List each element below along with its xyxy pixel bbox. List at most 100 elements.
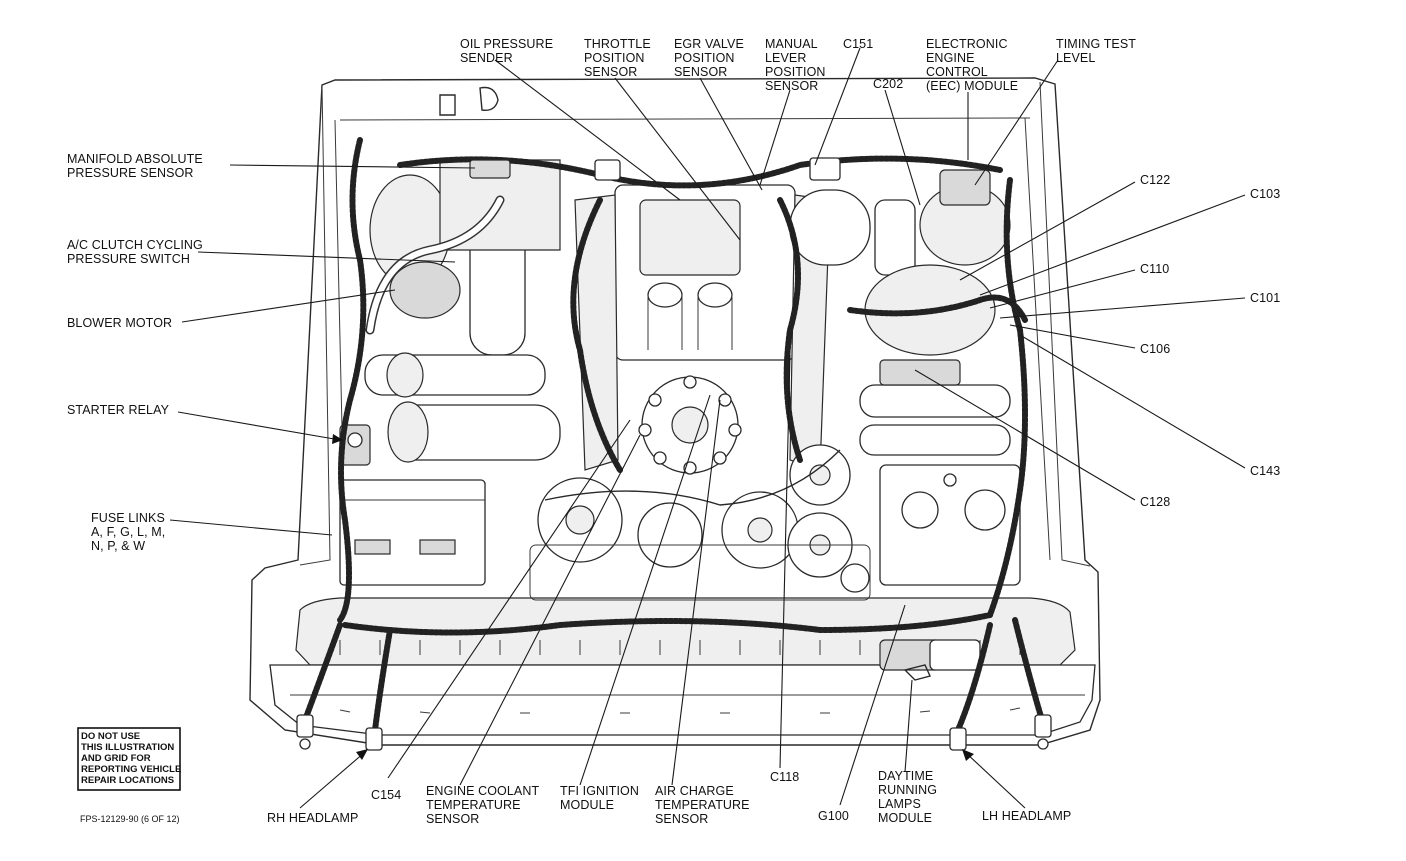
master-cylinder <box>874 199 916 276</box>
rh-headlamp-connectors <box>296 714 383 751</box>
leader-c103 <box>979 194 1246 296</box>
label-egr-valve-position-sensor: EGR VALVE POSITION SENSOR <box>674 37 748 79</box>
main-harness-front <box>342 612 993 636</box>
label-timing-test-level: TIMING TEST LEVEL <box>1056 37 1139 65</box>
label-engine-coolant-temperature-sensor: ENGINE COOLANT TEMPERATURE SENSOR <box>426 784 543 826</box>
label-manifold-absolute-pressure-sensor: MANIFOLD ABSOLUTE PRESSURE SENSOR <box>67 152 206 180</box>
label-c101: C101 <box>1250 291 1280 305</box>
battery-label-b <box>419 539 456 555</box>
label-c122: C122 <box>1140 173 1170 187</box>
leader-ac-clutch-cycling-pressure-switch <box>197 251 456 263</box>
label-c143: C143 <box>1250 464 1280 478</box>
notice-text: DO NOT USE THIS ILLUSTRATION AND GRID FO… <box>81 731 184 786</box>
leader-c118 <box>779 354 791 769</box>
leader-c202 <box>884 89 921 206</box>
label-starter-relay: STARTER RELAY <box>67 403 170 417</box>
harness-right-cluster <box>847 294 1028 323</box>
reservoir-port <box>943 473 957 487</box>
leader-engine-coolant-temperature-sensor <box>459 434 641 786</box>
arrow-starter-relay <box>332 434 343 444</box>
top-harness-plug <box>439 86 499 116</box>
battery-body <box>339 479 486 586</box>
label-fuse-links: FUSE LINKS A, F, G, L, M, N, P, & W <box>91 511 169 553</box>
leader-c154 <box>387 419 631 779</box>
figure-code: FPS-12129-90 (6 OF 12) <box>80 814 180 824</box>
label-ac-clutch-cycling-pressure-switch: A/C CLUTCH CYCLING PRESSURE SWITCH <box>67 238 206 266</box>
top-connector-a <box>594 159 621 181</box>
leader-lines <box>169 47 1246 809</box>
engine-compartment-drawing <box>249 77 1101 751</box>
harness-engine-left <box>570 197 623 473</box>
label-c103: C103 <box>1250 187 1280 201</box>
map-sensor-body <box>469 159 511 179</box>
leader-oil-pressure-sender <box>494 59 681 201</box>
leader-c143 <box>1019 334 1246 469</box>
label-c202: C202 <box>873 77 903 91</box>
leader-tfi-ignition-module <box>579 394 711 786</box>
leader-throttle-position-sensor <box>614 77 741 241</box>
label-blower-motor: BLOWER MOTOR <box>67 316 172 330</box>
blower-motor-body <box>389 261 461 319</box>
starter-relay-terminal <box>347 432 363 448</box>
main-harness-left <box>337 137 367 623</box>
brake-booster <box>789 189 871 266</box>
label-c110: C110 <box>1140 262 1169 276</box>
leader-manual-lever-position-sensor <box>759 89 791 186</box>
leader-air-charge-temperature-sensor <box>671 399 721 786</box>
arrow-lh-headlamp <box>962 749 974 761</box>
firewall-line <box>339 117 1031 121</box>
distributor-center <box>671 406 709 444</box>
label-lh-headlamp: LH HEADLAMP <box>982 809 1071 823</box>
label-tfi-ignition-module: TFI IGNITION MODULE <box>560 784 643 812</box>
top-connector-b <box>809 157 841 181</box>
label-manual-lever-position-sensor: MANUAL LEVER POSITION SENSOR <box>765 37 829 93</box>
label-air-charge-temperature-sensor: AIR CHARGE TEMPERATURE SENSOR <box>655 784 753 826</box>
label-rh-headlamp: RH HEADLAMP <box>267 811 358 825</box>
radiator-cap <box>840 563 870 593</box>
intake-runners <box>647 282 733 350</box>
label-daytime-running-lamps-module: DAYTIME RUNNING LAMPS MODULE <box>878 769 941 825</box>
left-fender-edge <box>299 84 331 566</box>
label-g100: G100 <box>818 809 849 823</box>
leader-blower-motor <box>181 289 396 323</box>
valve-cover-left <box>574 194 619 471</box>
label-throttle-position-sensor: THROTTLE POSITION SENSOR <box>584 37 654 79</box>
washer-tube-lower <box>859 424 1011 456</box>
notice-box: DO NOT USE THIS ILLUSTRATION AND GRID FO… <box>77 727 184 791</box>
leader-c128 <box>914 369 1136 501</box>
lh-headlamp-connectors <box>949 714 1052 751</box>
label-eec-module: ELECTRONIC ENGINE CONTROL (EEC) MODULE <box>926 37 1018 93</box>
hood-outline <box>249 77 1101 746</box>
upper-intake <box>639 199 741 276</box>
leader-manifold-absolute-pressure-sensor <box>229 164 476 169</box>
lh-headlamp-lead <box>955 622 993 733</box>
arrow-rh-headlamp <box>356 749 368 760</box>
leader-c110 <box>989 269 1136 309</box>
rh-headlamp-lead-2 <box>372 627 393 733</box>
leader-rh-headlamp <box>299 751 366 809</box>
leader-lh-headlamp <box>964 751 1026 809</box>
rh-headlamp-lead <box>302 622 343 723</box>
label-c154: C154 <box>371 788 401 802</box>
label-c106: C106 <box>1140 342 1170 356</box>
leader-timing-test-level <box>974 59 1059 186</box>
lh-headlamp-lead-2 <box>1012 617 1045 723</box>
labels: OIL PRESSURE SENDER THROTTLE POSITION SE… <box>67 37 1280 826</box>
bumper-slots <box>339 707 1021 714</box>
notice-frame <box>77 727 181 791</box>
leader-egr-valve-position-sensor <box>699 77 763 191</box>
main-harness-right <box>987 177 1028 618</box>
leader-c122 <box>959 181 1136 281</box>
eec-connector-block <box>939 169 991 206</box>
label-c128: C128 <box>1140 495 1170 509</box>
label-c151: C151 <box>843 37 873 51</box>
harness-engine-right <box>777 197 803 463</box>
air-tube-end <box>386 352 424 398</box>
washer-tube-upper <box>859 384 1011 418</box>
reservoir-cap-left <box>901 491 939 529</box>
label-c118: C118 <box>770 770 799 784</box>
leader-daytime-running-lamps-module <box>904 679 913 773</box>
reservoir-cap-right <box>964 489 1006 531</box>
air-tube-end-lower <box>387 401 429 463</box>
